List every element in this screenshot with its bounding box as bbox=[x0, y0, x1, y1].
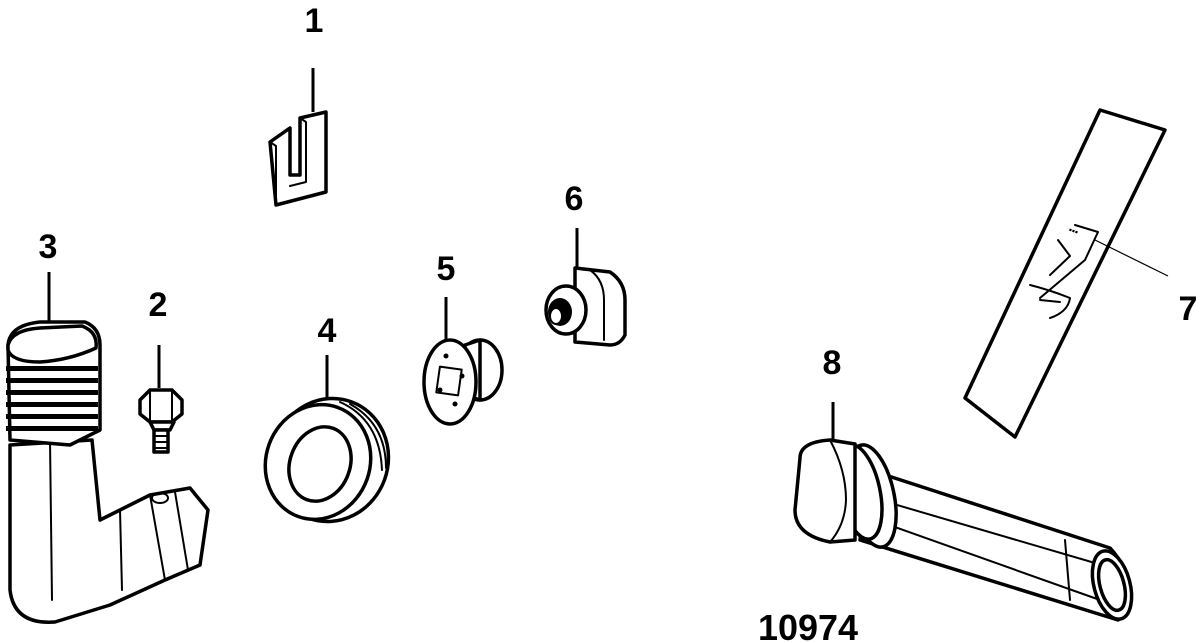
callout-2: 2 bbox=[149, 286, 168, 324]
part-2-bolt bbox=[138, 388, 184, 454]
part-5-plug bbox=[422, 338, 504, 426]
part-6-cap bbox=[544, 266, 627, 347]
callout-7: 7 bbox=[1179, 290, 1198, 328]
callout-3: 3 bbox=[39, 228, 58, 266]
decal-print: ▪▪▪ bbox=[1067, 224, 1079, 237]
callout-8: 8 bbox=[823, 344, 842, 382]
callout-4: 4 bbox=[318, 312, 337, 350]
part-7-decal: ▪▪▪ bbox=[963, 108, 1167, 439]
part-1-clip bbox=[268, 110, 328, 207]
callout-5: 5 bbox=[437, 250, 456, 288]
part-3-elbow-duct bbox=[6, 320, 210, 624]
leader-7 bbox=[1094, 239, 1169, 277]
part-4-grommet bbox=[263, 396, 391, 524]
part-8-sleeve bbox=[793, 438, 1134, 622]
callout-6: 6 bbox=[565, 180, 584, 218]
figure-number: 10974 bbox=[758, 607, 858, 643]
callout-1: 1 bbox=[305, 2, 324, 40]
